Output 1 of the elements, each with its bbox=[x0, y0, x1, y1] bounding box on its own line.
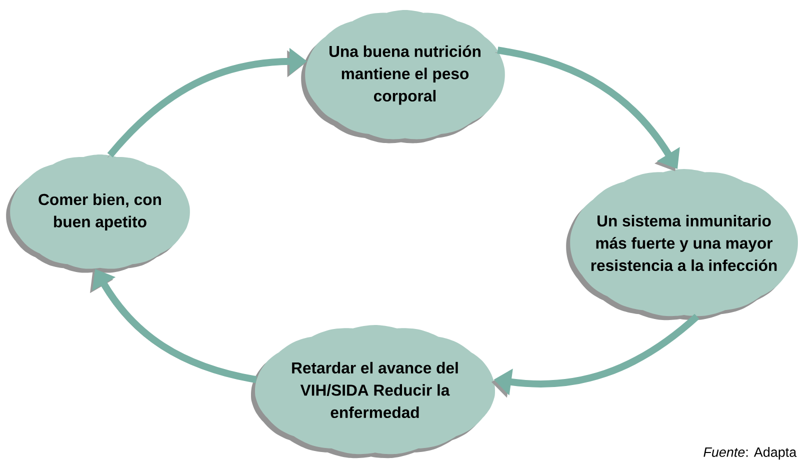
source-note: Fuente: Adapta bbox=[704, 447, 797, 460]
